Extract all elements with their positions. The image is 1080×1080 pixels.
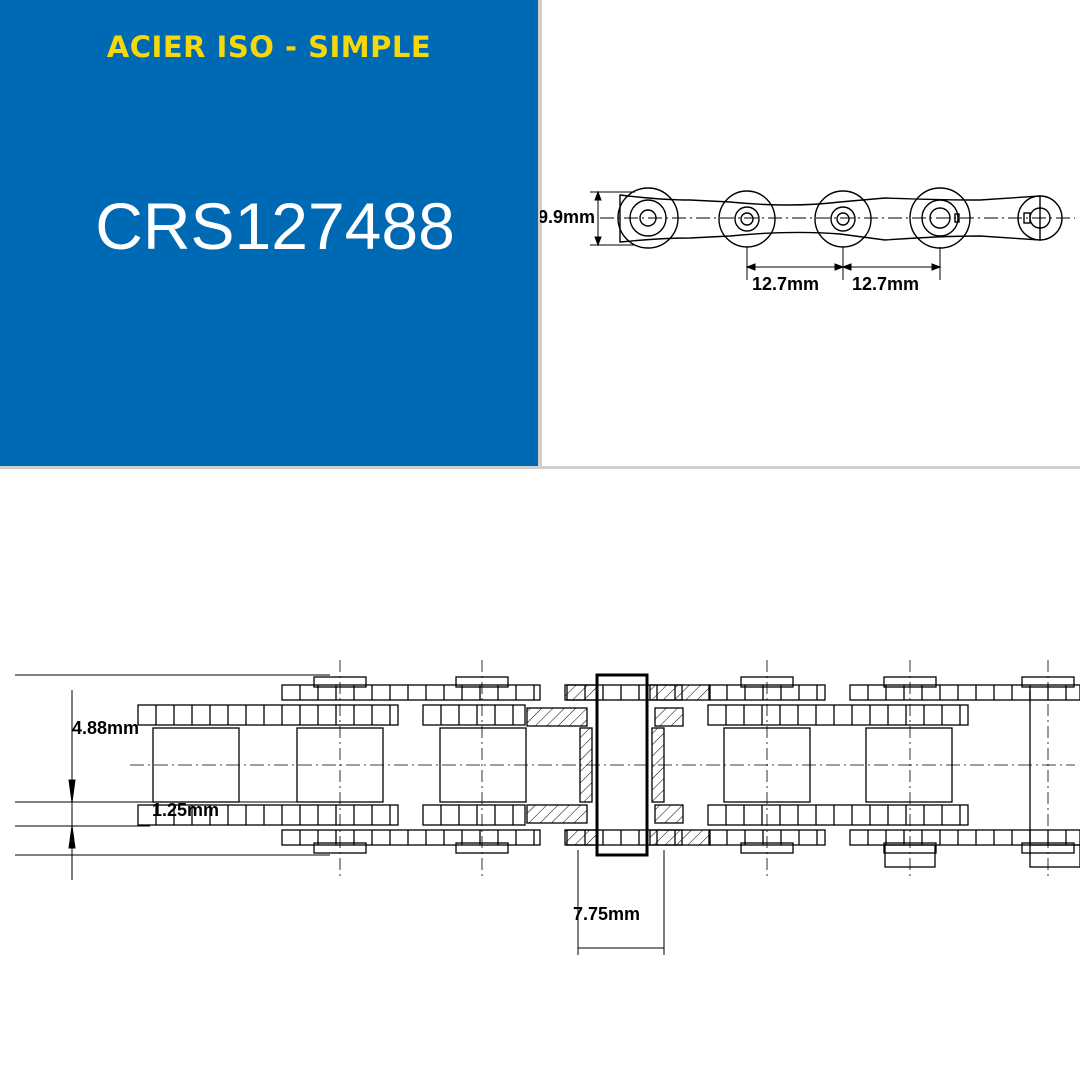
outer-plate-bottom — [281, 829, 541, 846]
section-plate-hatch — [649, 829, 711, 846]
outer-plate-bottom — [849, 829, 1080, 846]
end-link-block — [884, 844, 936, 868]
series-label: ACIER ISO - SIMPLE — [106, 30, 432, 64]
inner-plate-bottom — [137, 804, 399, 826]
pitch-label-1: 12.7mm — [752, 274, 819, 294]
outer-plate-top — [281, 684, 541, 701]
product-header-panel: ACIER ISO - SIMPLE CRS127488 — [0, 0, 538, 466]
inner-plate-bottom — [707, 804, 969, 826]
outer-plate-top — [849, 684, 1080, 701]
roller-height-label: 9.9mm — [540, 207, 595, 227]
section-plate-hatch — [654, 804, 684, 824]
pitch-label-2: 12.7mm — [852, 274, 919, 294]
end-link-block — [1029, 844, 1080, 868]
chain-top-view-diagram: 4.88mm 1.25mm 7.75mm — [15, 660, 1080, 955]
chain-side-view-diagram: 9.9mm 12.7mm 12.7mm — [540, 187, 1075, 294]
inner-plate-top — [422, 704, 526, 726]
section-plate-hatch — [564, 829, 598, 846]
product-code: CRS127488 — [95, 189, 455, 263]
section-plate-hatch — [654, 707, 684, 727]
inner-plate-top — [137, 704, 399, 726]
section-plate-hatch — [564, 684, 598, 701]
pin-diameter-label: 7.75mm — [573, 904, 640, 924]
inner-width-label: 4.88mm — [72, 718, 139, 738]
vertical-divider — [538, 0, 542, 466]
section-plate-hatch — [649, 684, 711, 701]
inner-plate-top — [707, 704, 969, 726]
plate-thickness-label: 1.25mm — [152, 800, 219, 820]
section-plate-hatch — [526, 707, 588, 727]
inner-plate-bottom — [422, 804, 526, 826]
section-plate-hatch — [526, 804, 588, 824]
horizontal-divider — [0, 466, 1080, 469]
